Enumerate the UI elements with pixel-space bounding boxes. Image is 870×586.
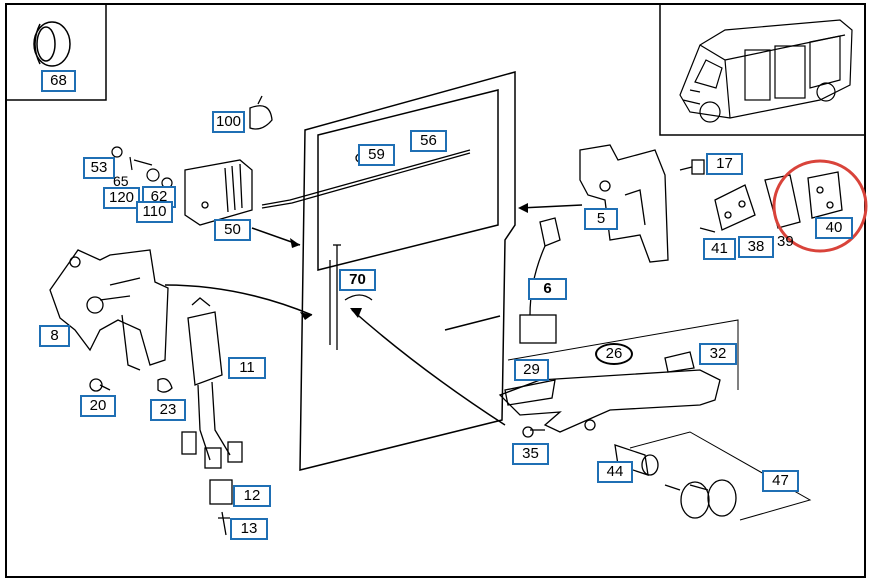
keys-47 — [664, 479, 737, 519]
plate-40 — [807, 171, 843, 219]
outer-frame — [5, 3, 866, 578]
callout-8: 8 — [39, 325, 70, 347]
leader-frame-2 — [629, 431, 812, 521]
callout-59: 59 — [358, 144, 395, 166]
callout-110: 110 — [136, 201, 173, 223]
screw-20 — [89, 378, 111, 392]
callout-65: 65 — [113, 173, 129, 189]
callout-12: 12 — [233, 485, 271, 507]
actuator-11 — [181, 297, 243, 469]
highlight-circle — [772, 159, 868, 253]
callout-20: 20 — [80, 395, 116, 417]
clip-23 — [157, 377, 173, 393]
callout-44: 44 — [597, 461, 633, 483]
bracket-38 — [699, 184, 756, 233]
rod-70 — [329, 244, 373, 350]
handle-icon — [498, 351, 721, 438]
callout-38: 38 — [738, 236, 774, 258]
callout-5: 5 — [584, 208, 618, 230]
latch-5 — [579, 144, 669, 263]
callout-39: 39 — [777, 233, 794, 250]
lock-mechanism-icon — [49, 249, 169, 371]
callout-100: 100 — [212, 111, 245, 133]
hinge-plate-50 — [184, 159, 253, 226]
callout-13: 13 — [230, 518, 268, 540]
callout-11: 11 — [228, 357, 266, 379]
callout-56: 56 — [410, 130, 447, 152]
callout-120: 120 — [103, 187, 140, 209]
callout-32: 32 — [699, 343, 737, 365]
callout-53: 53 — [83, 157, 115, 179]
pin-13 — [218, 511, 230, 536]
callout-17: 17 — [706, 153, 743, 175]
inset-box-right — [659, 4, 865, 136]
screw-cluster — [111, 146, 173, 189]
arrow-heads — [290, 203, 528, 320]
callout-41: 41 — [703, 238, 736, 260]
callout-70: 70 — [339, 269, 376, 291]
door-panel-icon — [299, 71, 516, 471]
callout-68: 68 — [41, 70, 76, 92]
inset-box-left — [6, 4, 107, 101]
callout-29: 29 — [514, 359, 549, 381]
callout-23: 23 — [150, 399, 186, 421]
plug-cap-icon — [33, 21, 71, 67]
screw-17 — [679, 159, 705, 175]
van-inset-icon — [679, 19, 853, 123]
connector-12 — [209, 479, 233, 505]
plate-39 — [764, 174, 801, 229]
callout-35: 35 — [512, 443, 549, 465]
lock-cylinder-44 — [614, 444, 659, 476]
callout-47: 47 — [762, 470, 799, 492]
leader-frame — [507, 319, 739, 390]
callout-50: 50 — [214, 219, 251, 241]
callout-26: 26 — [595, 343, 633, 365]
callout-40: 40 — [815, 217, 853, 239]
callout-6: 6 — [528, 278, 567, 300]
clip-100 — [249, 95, 273, 130]
